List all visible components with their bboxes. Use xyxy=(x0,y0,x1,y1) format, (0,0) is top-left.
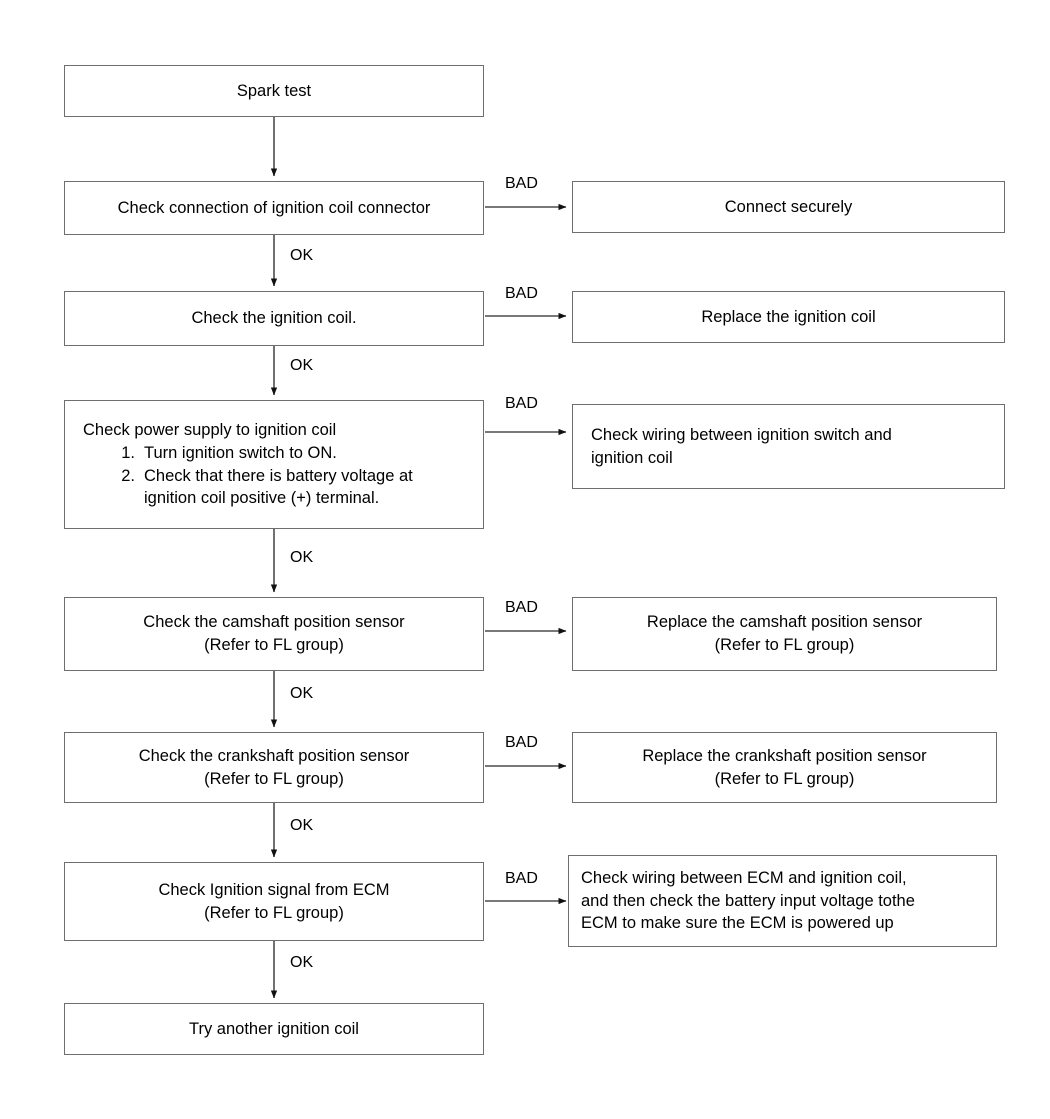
node-connect-securely-label: Connect securely xyxy=(724,197,853,216)
node-check-wiring-ecm-line2: and then check the battery input voltage… xyxy=(581,891,915,910)
node-check-wiring-ecm-line1: Check wiring between ECM and ignition co… xyxy=(581,868,907,887)
step-text: Check that there is battery voltage at i… xyxy=(144,466,413,508)
edge-label-ok: OK xyxy=(290,549,314,566)
edge-label-bad: BAD xyxy=(505,870,538,887)
edge-label-bad: BAD xyxy=(505,734,538,751)
edge-label-ok: OK xyxy=(290,954,314,971)
node-check-power-supply[interactable]: Check power supply to ignition coil 1. T… xyxy=(64,400,484,529)
step-item: 1. Turn ignition switch to ON. xyxy=(111,442,475,465)
node-check-wiring-switch-line2: ignition coil xyxy=(591,448,673,467)
step-text: Turn ignition switch to ON. xyxy=(144,443,337,462)
node-check-ecm-line1: Check Ignition signal from ECM xyxy=(158,880,390,899)
node-check-camshaft-line1: Check the camshaft position sensor xyxy=(143,613,405,632)
node-replace-crankshaft-line1: Replace the crankshaft position sensor xyxy=(642,746,927,765)
edge-label-bad: BAD xyxy=(505,285,538,302)
node-check-wiring-ecm-line3: ECM to make sure the ECM is powered up xyxy=(581,914,894,933)
node-check-wiring-switch-line1: Check wiring between ignition switch and xyxy=(591,425,892,444)
node-replace-camshaft-line1: Replace the camshaft position sensor xyxy=(646,613,923,632)
node-replace-ignition-coil[interactable]: Replace the ignition coil xyxy=(572,291,1005,343)
node-check-connector[interactable]: Check connection of ignition coil connec… xyxy=(64,181,484,235)
node-check-power-supply-steps: 1. Turn ignition switch to ON. 2. Check … xyxy=(83,442,475,510)
edge-label-ok: OK xyxy=(290,685,314,702)
node-check-wiring-ignition-switch[interactable]: Check wiring between ignition switch and… xyxy=(572,404,1005,489)
edge-label-ok: OK xyxy=(290,817,314,834)
node-replace-ignition-coil-label: Replace the ignition coil xyxy=(701,307,876,326)
node-check-camshaft-position-sensor[interactable]: Check the camshaft position sensor (Refe… xyxy=(64,597,484,671)
node-check-crankshaft-position-sensor[interactable]: Check the crankshaft position sensor (Re… xyxy=(64,732,484,803)
node-try-another-ignition-coil-label: Try another ignition coil xyxy=(189,1019,359,1038)
node-check-power-supply-heading: Check power supply to ignition coil xyxy=(83,420,337,439)
node-spark-test[interactable]: Spark test xyxy=(64,65,484,117)
node-check-ignition-signal-ecm[interactable]: Check Ignition signal from ECM (Refer to… xyxy=(64,862,484,941)
node-replace-camshaft-line2: (Refer to FL group) xyxy=(714,636,855,654)
node-replace-camshaft-position-sensor[interactable]: Replace the camshaft position sensor (Re… xyxy=(572,597,997,671)
node-check-wiring-ecm[interactable]: Check wiring between ECM and ignition co… xyxy=(568,855,997,947)
node-spark-test-label: Spark test xyxy=(236,81,312,100)
node-check-crankshaft-line2: (Refer to FL group) xyxy=(204,769,344,788)
node-check-camshaft-line2: (Refer to FL group) xyxy=(204,636,344,654)
node-check-crankshaft-line1: Check the crankshaft position sensor xyxy=(138,746,410,765)
node-replace-crankshaft-position-sensor[interactable]: Replace the crankshaft position sensor (… xyxy=(572,732,997,803)
node-try-another-ignition-coil[interactable]: Try another ignition coil xyxy=(64,1003,484,1055)
step-number: 1. xyxy=(121,443,135,462)
node-check-connector-label: Check connection of ignition coil connec… xyxy=(117,198,431,217)
node-replace-crankshaft-line2: (Refer to FL group) xyxy=(714,769,855,788)
step-item: 2. Check that there is battery voltage a… xyxy=(111,465,475,511)
node-check-ignition-coil-label: Check the ignition coil. xyxy=(191,309,357,328)
edge-label-ok: OK xyxy=(290,357,314,374)
edge-label-ok: OK xyxy=(290,247,314,264)
step-number: 2. xyxy=(121,466,135,485)
edge-label-bad: BAD xyxy=(505,395,538,412)
node-check-ecm-line2: (Refer to FL group) xyxy=(204,903,344,922)
edge-label-bad: BAD xyxy=(505,175,538,192)
node-connect-securely[interactable]: Connect securely xyxy=(572,181,1005,233)
node-check-ignition-coil[interactable]: Check the ignition coil. xyxy=(64,291,484,346)
edge-label-bad: BAD xyxy=(505,599,538,616)
